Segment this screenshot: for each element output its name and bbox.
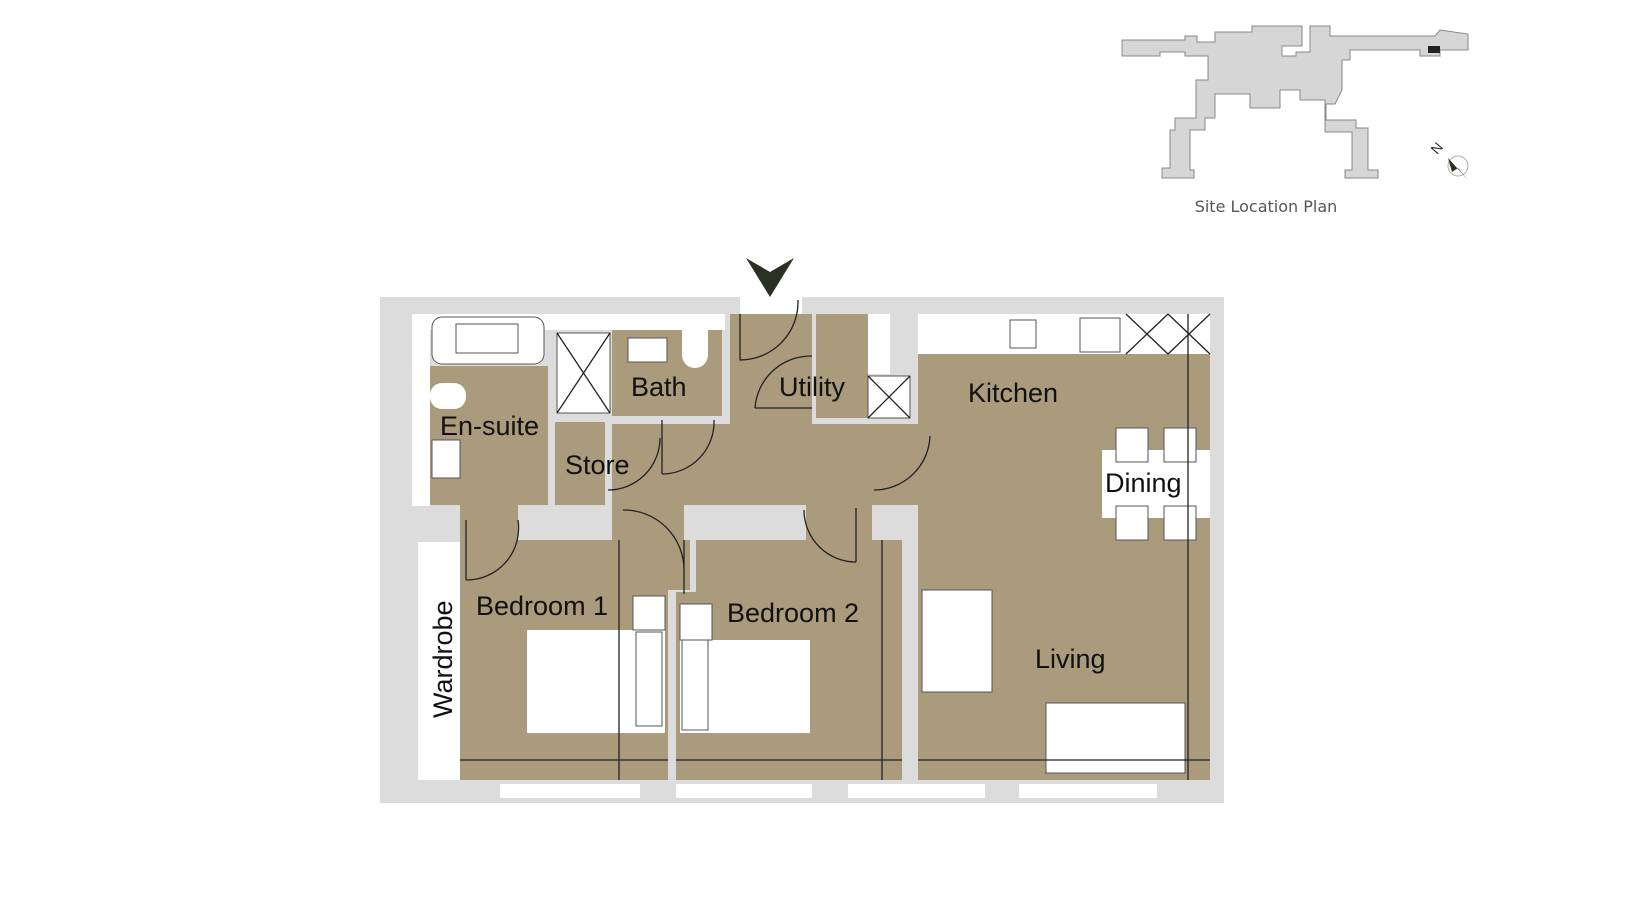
room-label-store: Store xyxy=(565,450,630,480)
ensuite-toilet xyxy=(430,383,466,409)
room-labels: En-suite Bath Store Utility Kitchen Dini… xyxy=(428,372,1182,718)
north-arrow-icon: N xyxy=(1427,139,1469,180)
room-label-utility: Utility xyxy=(779,372,845,402)
room-label-bath: Bath xyxy=(631,372,687,402)
north-label: N xyxy=(1427,139,1446,157)
room-label-ensuite: En-suite xyxy=(440,411,539,441)
bath-basin xyxy=(627,337,668,363)
room-label-kitchen: Kitchen xyxy=(968,378,1058,408)
hob xyxy=(1079,317,1121,353)
wardrobe xyxy=(418,542,460,780)
window-strip xyxy=(500,784,1220,798)
room-label-living: Living xyxy=(1035,644,1106,674)
room-label-bedroom-1: Bedroom 1 xyxy=(476,591,608,621)
room-label-dining: Dining xyxy=(1105,468,1182,498)
room-label-bedroom-2: Bedroom 2 xyxy=(727,598,859,628)
ensuite-basin xyxy=(431,439,461,479)
dimension-lines xyxy=(460,314,1210,780)
site-location-plan: N Site Location Plan xyxy=(1121,25,1469,216)
armchair xyxy=(921,589,993,693)
fixtures xyxy=(412,313,1223,803)
site-plan-caption: Site Location Plan xyxy=(1195,197,1338,216)
room-label-wardrobe: Wardrobe xyxy=(428,600,458,718)
kitchen-sink xyxy=(1009,319,1037,349)
site-building-outline xyxy=(1121,25,1469,179)
door-swings xyxy=(465,299,931,594)
entrance-opening xyxy=(740,297,802,314)
kitchen-counter xyxy=(918,314,1210,354)
sofa xyxy=(1045,702,1186,774)
entrance-arrow-icon xyxy=(746,258,794,297)
site-highlighted-unit xyxy=(1428,46,1440,53)
bath-toilet xyxy=(682,330,708,368)
